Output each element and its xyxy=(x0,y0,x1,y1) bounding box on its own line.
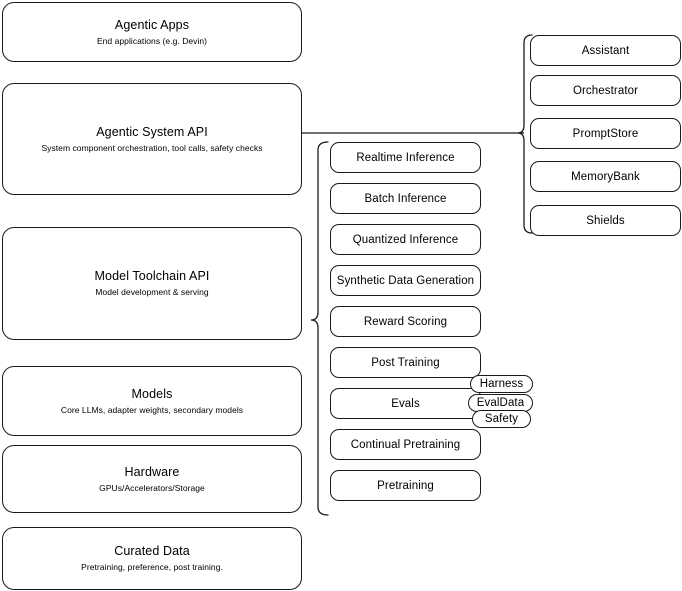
toolchain-item-evals[interactable]: Evals xyxy=(330,388,481,419)
layer-subtitle: System component orchestration, tool cal… xyxy=(41,142,263,153)
system-component-orchestrator[interactable]: Orchestrator xyxy=(530,75,681,106)
toolchain-item-label: Synthetic Data Generation xyxy=(336,274,475,287)
layer-subtitle: Pretraining, preference, post training. xyxy=(81,562,223,572)
system-component-assistant[interactable]: Assistant xyxy=(530,35,681,66)
toolchain-item-realtime-inference[interactable]: Realtime Inference xyxy=(330,142,481,173)
layer-agentic-system-api[interactable]: Agentic System API System component orch… xyxy=(2,83,302,195)
layer-subtitle: Core LLMs, adapter weights, secondary mo… xyxy=(60,404,244,415)
system-component-memorybank[interactable]: MemoryBank xyxy=(530,161,681,192)
layer-title: Hardware xyxy=(124,464,180,479)
toolchain-item-batch-inference[interactable]: Batch Inference xyxy=(330,183,481,214)
system-component-promptstore[interactable]: PromptStore xyxy=(530,118,681,149)
toolchain-item-label: Continual Pretraining xyxy=(350,438,461,451)
toolchain-item-post-training[interactable]: Post Training xyxy=(330,347,481,378)
toolchain-item-synthetic-data-generation[interactable]: Synthetic Data Generation xyxy=(330,265,481,296)
layer-hardware[interactable]: Hardware GPUs/Accelerators/Storage xyxy=(2,445,302,513)
layer-subtitle: Model development & serving xyxy=(95,287,209,297)
system-component-label: MemoryBank xyxy=(571,170,640,183)
layer-title: Models xyxy=(131,386,173,401)
eval-subcomponent-label: Safety xyxy=(484,413,519,425)
system-component-label: PromptStore xyxy=(572,127,639,140)
toolchain-item-label: Reward Scoring xyxy=(363,315,448,328)
eval-subcomponent-harness[interactable]: Harness xyxy=(470,375,533,393)
layer-title: Model Toolchain API xyxy=(94,269,210,283)
toolchain-item-pretraining[interactable]: Pretraining xyxy=(330,470,481,501)
layer-subtitle: GPUs/Accelerators/Storage xyxy=(99,482,205,493)
toolchain-item-label: Quantized Inference xyxy=(352,233,459,246)
layer-curated-data[interactable]: Curated Data Pretraining, preference, po… xyxy=(2,527,302,590)
system-component-label: Shields xyxy=(586,214,625,227)
toolchain-item-continual-pretraining[interactable]: Continual Pretraining xyxy=(330,429,481,460)
toolchain-components-brace xyxy=(310,141,329,516)
layer-title: Agentic System API xyxy=(96,124,208,139)
layer-title: Curated Data xyxy=(114,544,190,558)
layer-subtitle: End applications (e.g. Devin) xyxy=(96,35,208,46)
toolchain-item-label: Pretraining xyxy=(377,479,434,492)
eval-subcomponent-label: EvalData xyxy=(476,397,525,409)
toolchain-item-label: Evals xyxy=(391,397,420,410)
layer-agentic-apps[interactable]: Agentic Apps End applications (e.g. Devi… xyxy=(2,2,302,62)
layer-models[interactable]: Models Core LLMs, adapter weights, secon… xyxy=(2,366,302,436)
toolchain-item-label: Batch Inference xyxy=(364,192,447,205)
system-component-label: Orchestrator xyxy=(572,84,639,97)
toolchain-item-label: Realtime Inference xyxy=(356,151,455,164)
toolchain-item-reward-scoring[interactable]: Reward Scoring xyxy=(330,306,481,337)
toolchain-item-label: Post Training xyxy=(371,356,440,369)
layer-title: Agentic Apps xyxy=(114,17,190,32)
eval-subcomponent-safety[interactable]: Safety xyxy=(472,410,531,428)
system-component-shields[interactable]: Shields xyxy=(530,205,681,236)
toolchain-item-quantized-inference[interactable]: Quantized Inference xyxy=(330,224,481,255)
system-component-label: Assistant xyxy=(581,44,630,57)
layer-model-toolchain-api[interactable]: Model Toolchain API Model development & … xyxy=(2,227,302,340)
eval-subcomponent-label: Harness xyxy=(479,378,524,390)
